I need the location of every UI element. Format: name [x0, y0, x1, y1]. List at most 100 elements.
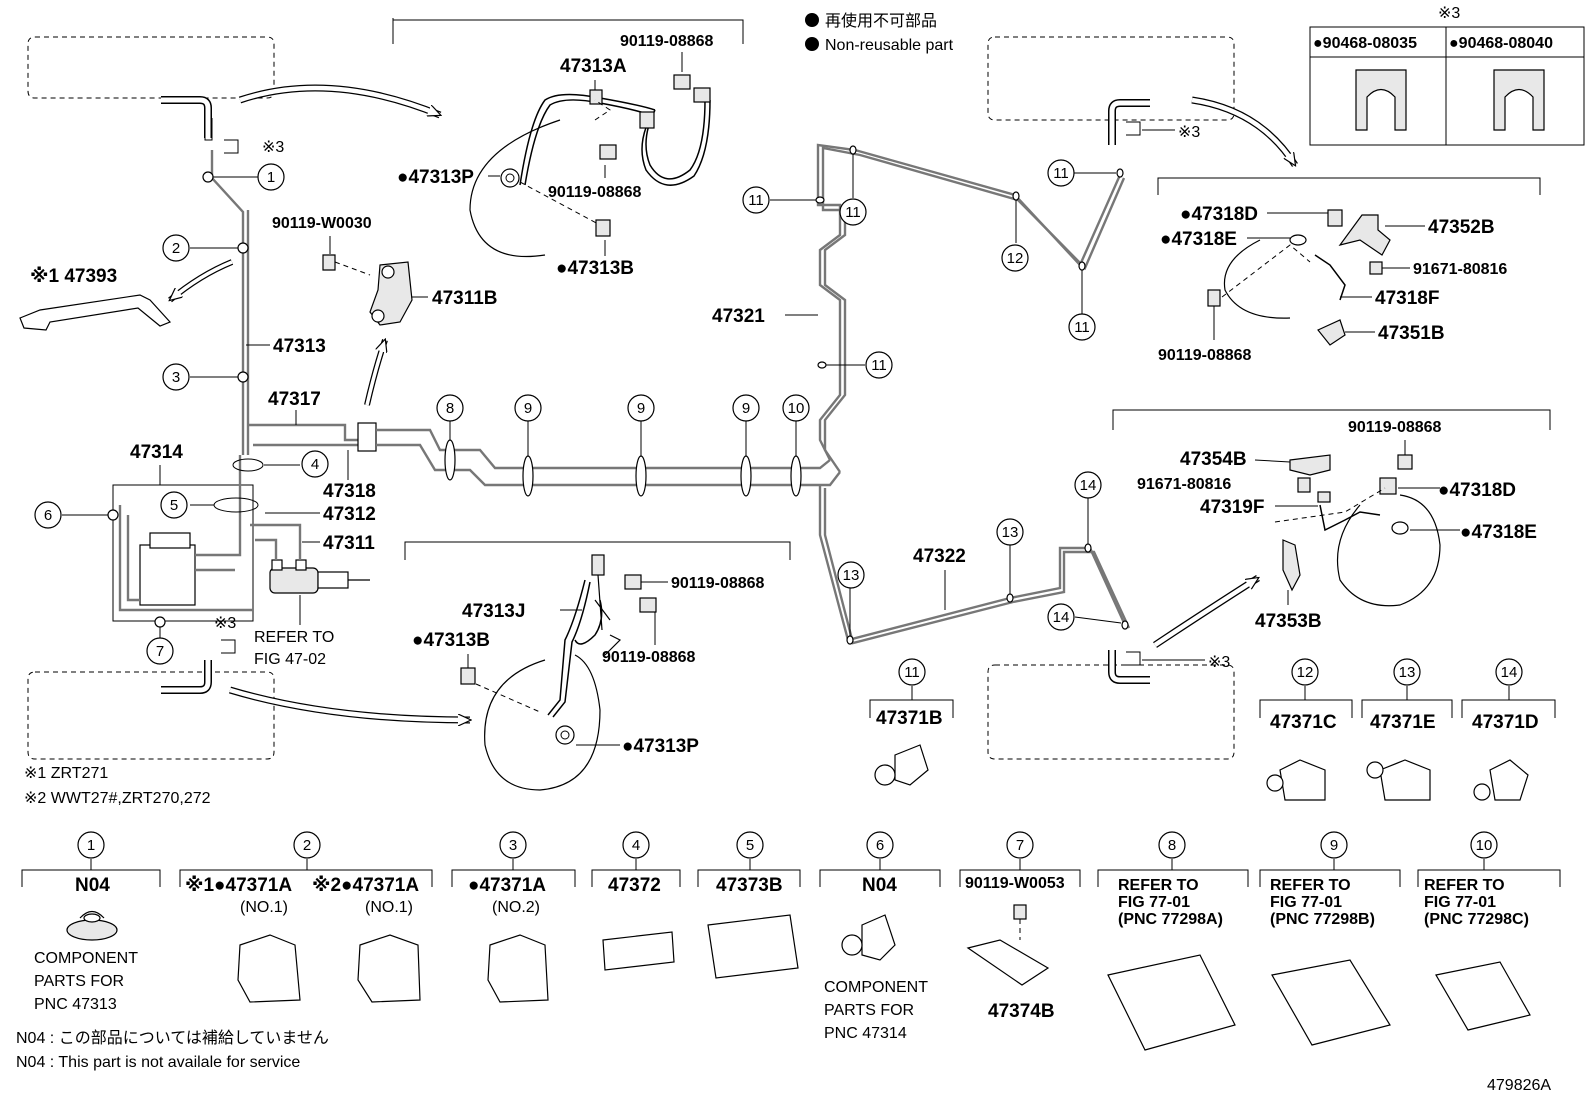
legend-jp: 再使用不可部品 — [825, 12, 937, 30]
svg-text:90119-08868: 90119-08868 — [671, 575, 765, 592]
callout-label: 4 — [632, 837, 640, 854]
callout-14: 14 — [1047, 603, 1075, 631]
svg-text:47372: 47372 — [608, 875, 661, 896]
pipe-47322: 47322 — [818, 485, 1131, 645]
callout-label: 13 — [1002, 524, 1019, 541]
callout-label: 11 — [871, 357, 887, 374]
callout-10: 10 — [1470, 831, 1498, 859]
callout-13: 13 — [837, 561, 865, 589]
callout-8: 8 — [436, 394, 464, 422]
bracket-47393: ※1 47393 — [19, 266, 172, 331]
svg-text:REFER TO: REFER TO — [1270, 877, 1351, 894]
callout-4: 4 — [622, 831, 650, 859]
bottom-row: N04 COMPONENT PARTS FOR PNC 47313 ※1●473… — [21, 859, 1561, 1051]
n04-note-jp: N04 : この部品については補給していません — [16, 1029, 329, 1047]
callout-label: 11 — [748, 192, 764, 209]
n04-note-en: N04 : This part is not availale for serv… — [16, 1054, 300, 1071]
callout-label: 5 — [746, 837, 754, 854]
pipe-47321: 47321 — [712, 143, 1126, 473]
svg-text:※1●47371A: ※1●47371A — [185, 875, 292, 896]
svg-text:47351B: 47351B — [1378, 323, 1445, 344]
svg-text:●47318E: ●47318E — [1460, 522, 1537, 543]
callout-label: 13 — [1399, 664, 1416, 681]
clip-mark-label-3: ※3 — [1178, 124, 1200, 141]
callout-label: 14 — [1053, 609, 1070, 626]
svg-text:●47313P: ●47313P — [622, 736, 699, 757]
callout-3: 3 — [162, 363, 190, 391]
callout-8: 8 — [1158, 831, 1186, 859]
svg-text:47373B: 47373B — [716, 875, 783, 896]
callout-11: 11 — [742, 186, 770, 214]
part-47311B: 90119-W0030 47311B — [272, 215, 498, 326]
callout-label: 11 — [1053, 165, 1069, 182]
svg-text:PNC 47314: PNC 47314 — [824, 1025, 907, 1042]
callout-1: 1 — [257, 163, 285, 191]
clip-mark-1 — [224, 139, 239, 154]
svg-text:●47318D: ●47318D — [1438, 480, 1516, 501]
svg-text:47371C: 47371C — [1270, 712, 1337, 733]
svg-text:PNC 47313: PNC 47313 — [34, 996, 117, 1013]
callout-label: 6 — [44, 507, 52, 524]
svg-text:COMPONENT: COMPONENT — [34, 950, 138, 967]
callout-9: 9 — [732, 394, 760, 422]
svg-text:47313J: 47313J — [462, 601, 525, 622]
svg-text:PARTS FOR: PARTS FOR — [34, 973, 124, 990]
clip-mark-label-1: ※3 — [262, 139, 284, 156]
vehicle-outline-bottom-left — [27, 671, 275, 760]
callout-6: 6 — [34, 501, 62, 529]
callout-11: 11 — [898, 658, 926, 686]
callout-9: 9 — [514, 394, 542, 422]
callout-label: 9 — [742, 400, 750, 417]
detail-47318D-top: ●47318D ●47318E 47352B 91671-80816 47318… — [1158, 204, 1507, 364]
svg-text:47371E: 47371E — [1370, 712, 1436, 733]
svg-text:FIG 47-02: FIG 47-02 — [254, 651, 326, 668]
legend-en: Non-reusable part — [825, 37, 954, 54]
vehicle-outline-top-left — [27, 36, 275, 99]
clip-table-col1: ●90468-08035 — [1313, 35, 1417, 52]
bracket-47313J — [404, 541, 791, 560]
clip-table-mark: ※3 — [1438, 5, 1460, 22]
callout-label: 12 — [1007, 250, 1024, 267]
callout-label: 8 — [1168, 837, 1176, 854]
svg-text:90119-W0030: 90119-W0030 — [272, 215, 372, 232]
clamps-row — [444, 420, 802, 497]
svg-text:47354B: 47354B — [1180, 449, 1247, 470]
callout-label: 7 — [156, 643, 164, 660]
figure-id: 479826A — [1487, 1077, 1551, 1094]
callout-label: 10 — [788, 400, 805, 417]
svg-text:91671-80816: 91671-80816 — [1137, 476, 1231, 493]
callout-11: 11 — [839, 198, 867, 226]
svg-text:(NO.2): (NO.2) — [492, 899, 540, 916]
callout-7: 7 — [146, 637, 174, 665]
callout-label: 11 — [845, 204, 861, 221]
svg-text:REFER TO: REFER TO — [254, 629, 334, 646]
callout-label: 4 — [311, 456, 319, 473]
svg-text:N04: N04 — [862, 875, 897, 896]
bracket-47318D-bottom — [1112, 409, 1551, 430]
callout-13: 13 — [996, 518, 1024, 546]
callout-label: 14 — [1501, 664, 1518, 681]
callout-13: 13 — [1393, 658, 1421, 686]
callout-label: 14 — [1080, 477, 1097, 494]
callout-label: 6 — [876, 837, 884, 854]
svg-text:(PNC 77298B): (PNC 77298B) — [1270, 911, 1375, 928]
callout-11: 11 — [1068, 313, 1096, 341]
svg-text:47321: 47321 — [712, 306, 765, 327]
connector-47318 — [357, 422, 377, 452]
callout-label: 9 — [637, 400, 645, 417]
label-47318: 47318 — [323, 481, 376, 502]
clip-icon-1 — [1355, 69, 1407, 131]
callout-label: 5 — [170, 497, 178, 514]
footnote-2: ※2 WWT27#,ZRT270,272 — [24, 790, 211, 807]
callout-label: 7 — [1016, 837, 1024, 854]
clip-mark-2 — [221, 639, 236, 654]
assembly-47314: 47314 — [62, 442, 300, 638]
svg-text:90119-W0053: 90119-W0053 — [965, 875, 1065, 892]
bracket-47318D-top — [1157, 177, 1541, 195]
svg-text:47371D: 47371D — [1472, 712, 1539, 733]
svg-text:90119-08868: 90119-08868 — [602, 649, 696, 666]
pipe-clamps-center — [770, 145, 1129, 645]
clip-icon-2 — [1493, 69, 1545, 131]
